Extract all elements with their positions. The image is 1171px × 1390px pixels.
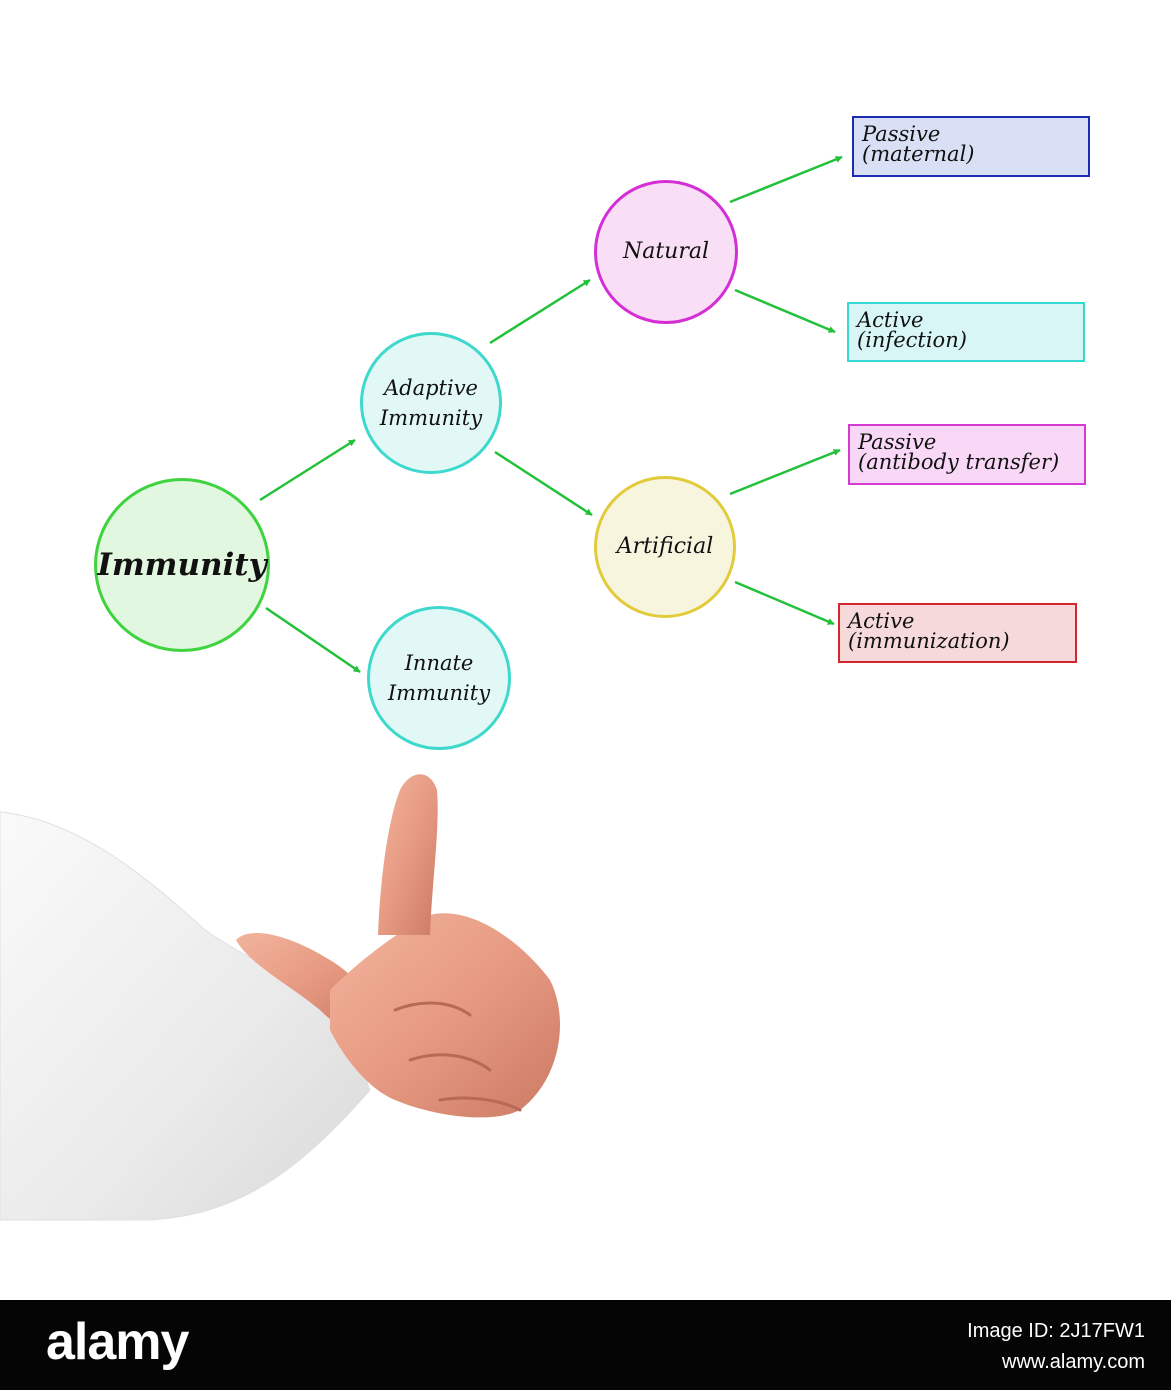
active-immunization-box: Active (immunization) [838,603,1077,663]
immunity-label: Immunity [97,546,267,583]
arrow-artificial-to-passive-antibody [729,448,841,496]
arrow-immunity-to-adaptive [259,438,356,502]
natural-label: Natural [622,239,710,265]
adaptive-immunity-node: Adaptive Immunity [360,332,502,474]
index-finger-shape [378,774,438,935]
artificial-node: Artificial [594,476,736,618]
arrow-natural-to-active-infection [734,288,836,334]
natural-node: Natural [594,180,738,324]
innate-immunity-node: Innate Immunity [367,606,511,750]
arrow-layer [259,155,843,674]
arrow-adaptive-to-natural [489,278,591,345]
arrow-immunity-to-innate [265,606,361,674]
brand-logo: alamy [46,1313,189,1371]
arrow-artificial-to-active-immunization [734,580,835,626]
image-info: Image ID: 2J17FW1 www.alamy.com [967,1316,1145,1378]
watermark-footer: alamy Image ID: 2J17FW1 www.alamy.com [0,1300,1171,1390]
active-infection-box: Active (infection) [847,302,1085,362]
image-id-text: Image ID: 2J17FW1 [967,1320,1145,1342]
arrow-natural-to-passive-maternal [729,155,843,204]
artificial-label: Artificial [616,534,714,560]
arrow-adaptive-to-artificial [494,450,593,517]
passive-maternal-box: Passive (maternal) [852,116,1090,177]
passive-antibody-transfer-box: Passive (antibody transfer) [848,424,1086,485]
pointing-hand-illustration [0,774,560,1221]
site-url-text: www.alamy.com [1002,1351,1145,1373]
hand-shape [330,913,560,1118]
innate-immunity-label: Innate Immunity [387,650,491,705]
sleeve-shape [0,811,371,1221]
adaptive-immunity-label: Adaptive Immunity [379,375,483,430]
immunity-node: Immunity [94,478,270,652]
